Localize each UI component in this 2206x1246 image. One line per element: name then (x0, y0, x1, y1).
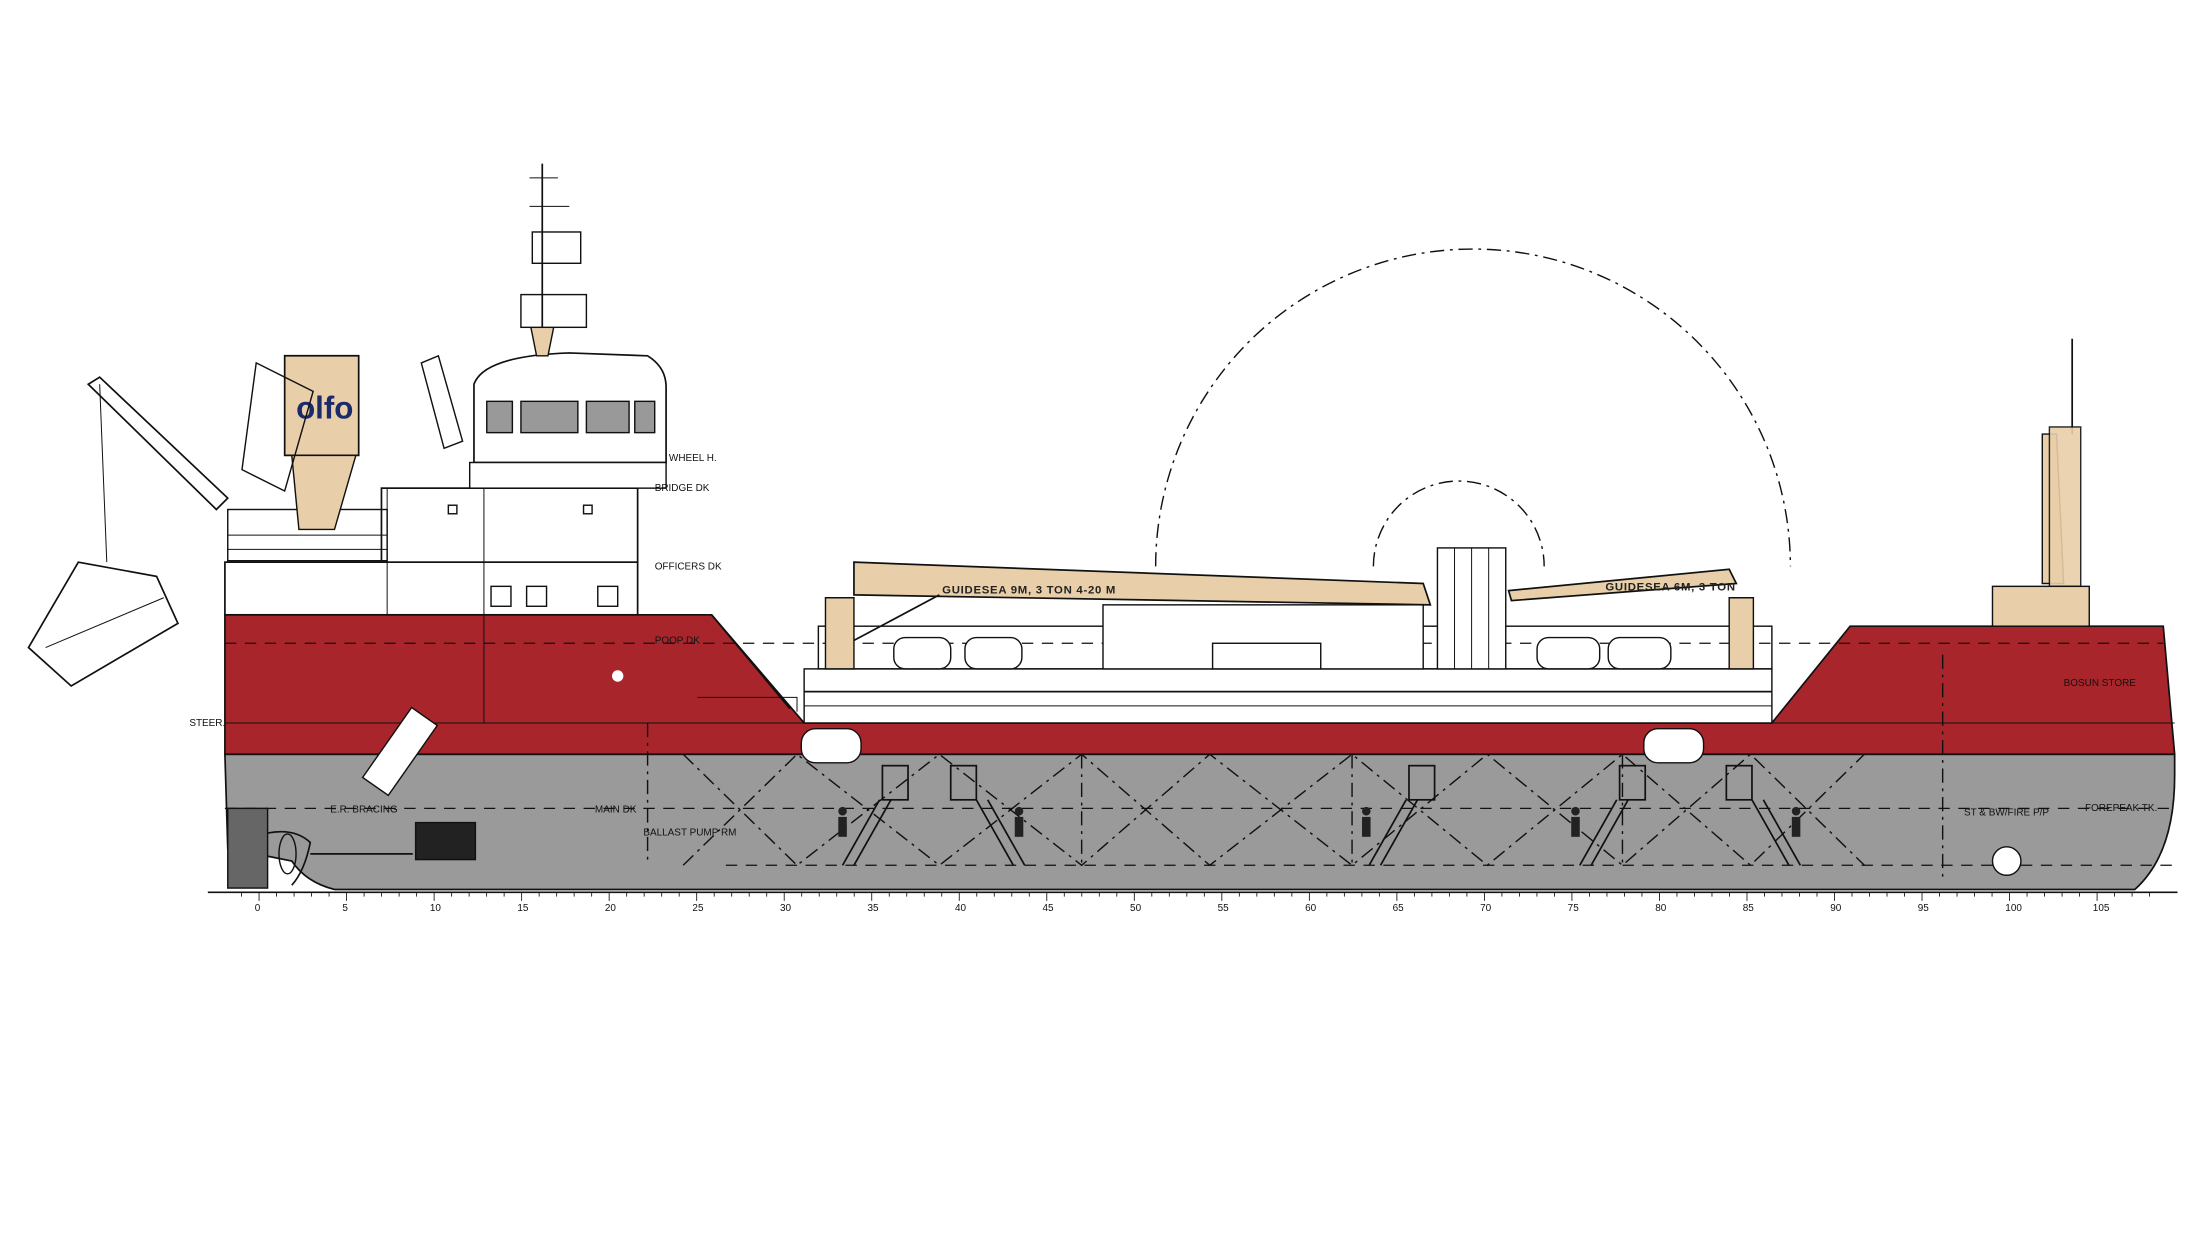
hose-reel (964, 636, 1023, 670)
frame-scale: 0 5 10 15 20 25 30 35 40 45 50 55 60 65 70 75 80 85 90 95 10… (207, 891, 2178, 914)
scale-tick-label: 55 (1218, 903, 1230, 914)
main-crane-reach-arc (1154, 248, 1792, 567)
scale-tick-label: 80 (1655, 903, 1667, 914)
er-stair (361, 706, 439, 797)
hull (224, 613, 2176, 891)
hose-reel (1607, 636, 1672, 670)
scale-tick-label: 35 (867, 903, 879, 914)
wheelhouse-window (634, 400, 656, 434)
officers-deck-label: OFFICERS DK (655, 561, 722, 572)
fwd-crane-boom (1507, 568, 1738, 602)
fore-mast (1991, 338, 2090, 627)
scale-tick-label: 105 (2093, 903, 2110, 914)
propeller (278, 833, 297, 875)
scale-tick-label: 100 (2005, 903, 2022, 914)
engine-room (310, 706, 477, 861)
er-bracing-label: E.R. BRACING (330, 805, 397, 816)
davit-arm (86, 376, 229, 511)
hose-reel (1536, 636, 1601, 670)
scale-tick-label: 5 (342, 903, 348, 914)
scale-tick-label: 10 (430, 903, 442, 914)
scale-tick-label: 90 (1830, 903, 1842, 914)
scale-tick-label: 20 (605, 903, 617, 914)
scale-tick-label: 15 (517, 903, 529, 914)
cranes: GUIDESEA 9M, 3 TON 4-20 M GUIDESEA 6M, 3… (824, 248, 1792, 670)
hull-light (612, 670, 624, 682)
officers-deck-house (224, 561, 639, 616)
mast-platform (531, 231, 582, 264)
scale-tick-label: 75 (1568, 903, 1580, 914)
funnel-casing (283, 354, 360, 457)
rudder (227, 807, 269, 889)
pipe-rack (803, 668, 1773, 724)
forepeak-label: FOREPEAK TK. (2085, 803, 2157, 814)
wheel-deck-label: WHEEL H. (669, 453, 717, 464)
forecastle-store (1991, 585, 2090, 627)
mast-platform (520, 293, 588, 329)
fwd-pump-label: ST & BW/FIRE P/P (1964, 807, 2049, 818)
cargo-deck (697, 547, 1773, 764)
bridge-deck-label: BRIDGE DK (655, 483, 710, 494)
tank-ladders (841, 764, 1802, 866)
bow-thruster (1991, 846, 2022, 876)
poop-deck-label: POOP DK (655, 635, 701, 646)
ballast-pump-label: BALLAST PUMP RM (643, 827, 736, 838)
bosun-store-label: BOSUN STORE (2064, 678, 2137, 689)
superstructure (224, 352, 667, 723)
scale-tick-label: 0 (255, 903, 261, 914)
crew-figures (838, 806, 1801, 837)
hose-reel (893, 636, 952, 670)
scale-tick-label: 85 (1743, 903, 1755, 914)
main-crane-label: GUIDESEA 9M, 3 TON 4-20 M (942, 584, 1116, 596)
mooring-reel (1643, 727, 1705, 764)
free-fall-lifeboat (27, 561, 180, 688)
bridge-wing (468, 461, 667, 489)
main-crane-pedestal (824, 597, 855, 670)
mooring-reel (800, 727, 862, 764)
scale-tick-label: 50 (1130, 903, 1142, 914)
lifeboat-launching (27, 354, 464, 688)
scale-tick-label: 70 (1480, 903, 1492, 914)
fwd-crane-reach-arc (1372, 480, 1545, 567)
aft-stair (710, 614, 791, 710)
fwd-crane-pedestal (1728, 597, 1755, 670)
aft-mast (520, 163, 588, 357)
scale-tick-label: 30 (780, 903, 792, 914)
funnel-base (291, 454, 357, 531)
funnel: olfo (283, 354, 360, 531)
compartment-labels: WHEEL H. BRIDGE DK OFFICERS DK POOP DK S… (189, 453, 2157, 838)
fall-wire (99, 384, 108, 563)
scale-tick-label: 65 (1393, 903, 1405, 914)
main-engine (414, 821, 477, 861)
wheelhouse-window (585, 400, 630, 434)
rescue-boat-davit (241, 361, 314, 493)
main-crane-boom (853, 561, 1432, 606)
steering-label: STEER. (189, 718, 225, 729)
scale-tick-label: 45 (1043, 903, 1055, 914)
scale-tick-label: 25 (692, 903, 704, 914)
main-deck-label: MAIN DK (595, 805, 637, 816)
manifold (1211, 642, 1322, 670)
scale-tick-label: 95 (1918, 903, 1930, 914)
wheelhouse-window (520, 400, 579, 434)
fwd-crane-label: GUIDESEA 6M, 3 TON (1605, 582, 1735, 594)
hull-lower-grey (224, 753, 2176, 891)
scale-tick-label: 40 (955, 903, 967, 914)
scale-tick-label: 60 (1305, 903, 1317, 914)
bridge-deck-house (380, 487, 639, 564)
wheelhouse-window (486, 400, 514, 434)
tank-structure (646, 654, 1944, 883)
